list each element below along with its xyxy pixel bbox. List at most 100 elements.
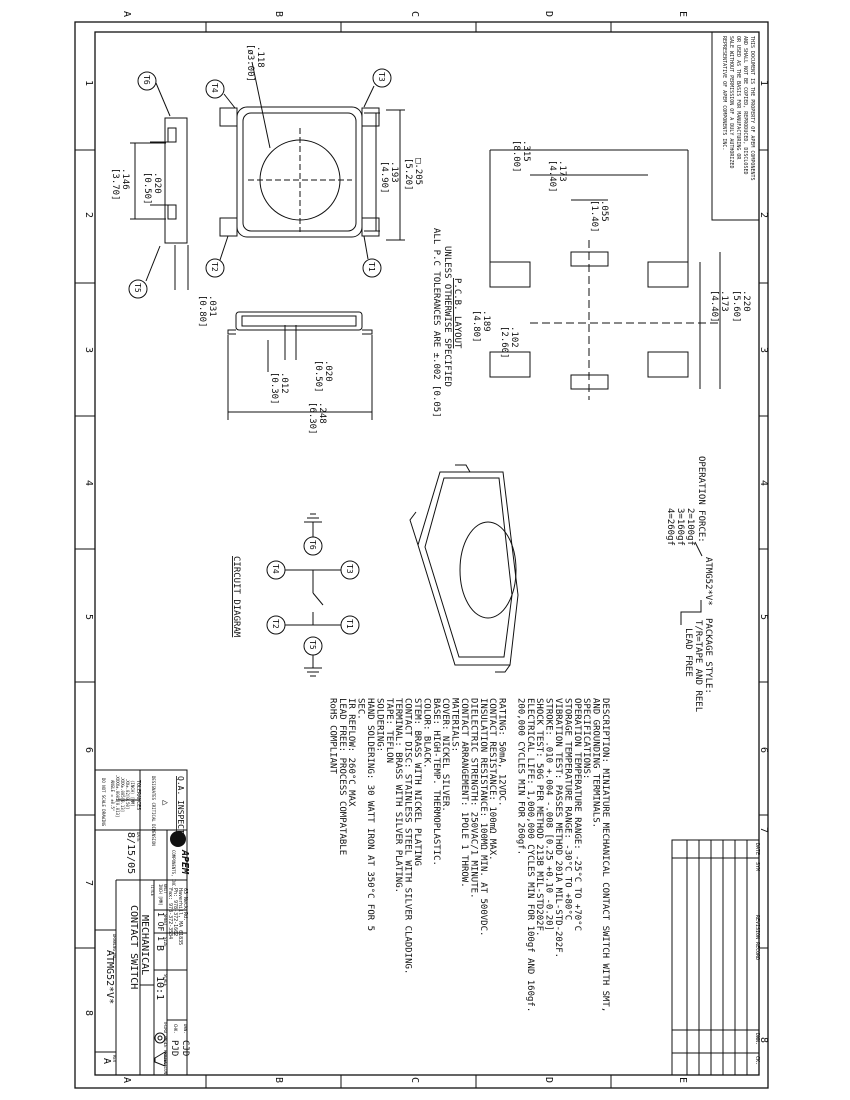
callout-t3: T3 [377, 72, 386, 82]
rev-value: A [101, 1058, 112, 1064]
spec-line: SHOCK TEST: 50G PER METHOD 213B MIL-STD2… [534, 698, 544, 936]
pcb-d4: .220 [741, 290, 751, 312]
tol-line-3: .XXX±.005[0.13] [120, 776, 125, 812]
zone-num-1-right: 1 [758, 80, 769, 86]
tol-line-4: .XXXX±.0005[0.013] [115, 774, 120, 817]
dim-pitch: .020 [152, 172, 162, 194]
force-option-3: 4=260gf [665, 508, 675, 546]
title-line-2: CONTACT SWITCH [128, 905, 139, 989]
switch-top-view [219, 61, 405, 241]
pcb-d6: .102 [509, 326, 519, 348]
zone-label-b-bottom: B [273, 1077, 284, 1083]
dim-side-a-mm: [0.50] [313, 360, 323, 393]
no-scale: DO NOT SCALE DRAWING [101, 778, 106, 827]
ownership-notice: THIS DOCUMENT IS THE PROPERTY OF APEM CO… [711, 31, 760, 221]
tol-line-2: .XX±.02[0.50] [125, 778, 130, 809]
zone-label-c-bottom: C [409, 1077, 420, 1083]
zone-num-2-left: 2 [83, 212, 94, 218]
outer-border [74, 21, 769, 1089]
pcb-note-1: UNLESS OTHERWISE SPECIFIED [442, 246, 452, 387]
zone-num-7-left: 7 [83, 880, 94, 886]
circuit-t5: T5 [308, 640, 317, 650]
switch-isometric [409, 464, 519, 673]
circuit-title: CIRCUIT DIAGRAM [231, 556, 241, 638]
pcb-d2-mm: [4.40] [547, 160, 557, 193]
date-value: 8/15/05 [125, 832, 136, 874]
zone-num-6-left: 6 [83, 747, 94, 753]
company-fax: Fax: 978-372-3534 [167, 888, 173, 939]
dim-inner-mm: [4.90] [379, 161, 389, 194]
zone-ticks [75, 22, 768, 1088]
zone-num-8-right: 8 [758, 1037, 769, 1043]
dim-side-b: .012 [279, 372, 289, 394]
circuit-t1: T1 [345, 619, 354, 629]
rev-ck-col: CK. [754, 1056, 760, 1065]
dwn-label: DWN. [183, 1024, 188, 1034]
spec-line: DESCRIPTION: MINIATURE MECHANICAL CONTAC… [600, 698, 610, 1012]
zone-num-2-right: 2 [758, 212, 769, 218]
chk-value: PJD [169, 1040, 179, 1056]
pcb-d1-mm: [8.00] [511, 140, 521, 173]
zone-num-6-right: 6 [758, 747, 769, 753]
title-line-1: MECHANICAL [139, 915, 150, 975]
notice-line-1: THIS DOCUMENT IS THE PROPERTY OF APEM CO… [749, 36, 755, 181]
dim-inner: .193 [389, 161, 399, 183]
spec-line: INSULATION RESISTANCE: 100MΩ MIN. AT 500… [478, 698, 488, 936]
notice-line-4: SALE WITHOUT PERMISSION OF A DULY AUTHOR… [728, 36, 734, 168]
package-label: PACKAGE STYLE: [703, 618, 713, 694]
qa-inspect: Q.A. INSPECT. [176, 776, 185, 839]
spec-line: RoHS COMPLIANT [327, 698, 337, 774]
dwn-value: CJD [180, 1040, 190, 1056]
spec-line: CONTACT ARRANGEMENT: 1POLE 1 THROW. [459, 698, 469, 888]
zone-num-5-left: 5 [83, 614, 94, 620]
zone-label-a-bottom: A [121, 1077, 132, 1083]
dim-side-c: .248 [317, 402, 327, 424]
zone-label-e-top: E [677, 11, 688, 17]
rev-dwn-col: DWN. [754, 1033, 760, 1045]
spec-line: STEM: BRASS WITH NICKEL PLATING [412, 698, 422, 866]
spec-line: OPERATION TEMPERATURE RANGE: -25°C TO +7… [572, 698, 582, 931]
revision-record [671, 839, 760, 1076]
zone-label-d-bottom: D [543, 1077, 554, 1083]
zone-num-3-left: 3 [83, 347, 94, 353]
pcb-d2: .173 [557, 160, 567, 182]
spec-line: MATERIALS: [450, 698, 460, 752]
pcb-layout [489, 149, 721, 400]
unit-label: UNIT [163, 884, 168, 894]
dim-side-c-mm: [6.30] [307, 402, 317, 435]
pcb-d3: .055 [599, 200, 609, 222]
chk-label: CHK. [173, 1024, 178, 1034]
terminal-callouts [128, 68, 392, 299]
spec-line: VIBRATION TEST: PASSES METHOD 201A MIL-S… [553, 698, 563, 958]
spec-line: CONTACT RESISTANCE: 100mΩ MAX. [487, 698, 497, 861]
spec-line: LEAD FREE: PROCESS COMPATABLE [337, 698, 347, 855]
pcb-d7-mm: [4.80] [471, 310, 481, 343]
date-label: DATE [136, 832, 141, 842]
projection-label: THIRD ANGLE PROJECTION [163, 1021, 168, 1075]
zone-num-8-left: 8 [83, 1010, 94, 1016]
spec-line: TAPE: TEFLON [384, 698, 394, 763]
projection-symbol [154, 1032, 166, 1067]
zone-num-7-right: 7 [758, 827, 769, 833]
circuit-t4: T4 [271, 564, 280, 574]
tol-line-5: ANGLE = ±0.5° [110, 780, 115, 811]
company-address-2: Haverhill, MA 01835 [177, 888, 183, 945]
spec-line: HAND SOLDERING: 30 WATT IRON AT 350°C FO… [365, 698, 375, 931]
unit-value: INCH [MM] [158, 884, 163, 906]
spec-line: 200,000 CYCLES MIN FOR 260gf. [515, 698, 525, 855]
size-value: B [154, 945, 165, 951]
pcb-d3-mm: [1.40] [589, 200, 599, 233]
part-code: ATMG52*V* [703, 557, 713, 606]
dim-side-a: .020 [323, 360, 333, 382]
title-block [94, 769, 188, 1076]
rev-date-col: DATE [754, 843, 760, 855]
force-option-2: 3=160gf [675, 508, 685, 546]
callout-t5: T5 [133, 283, 142, 293]
rev-label: REV [112, 1055, 117, 1063]
tol-title: TOLERANCES [135, 780, 141, 810]
sheet-label: SHEET [163, 914, 168, 927]
pcb-d5-mm: [4.40] [709, 290, 719, 323]
spec-line: COVER: NICKEL SILVER. [440, 698, 450, 812]
dim-dia: .118 [255, 46, 265, 68]
